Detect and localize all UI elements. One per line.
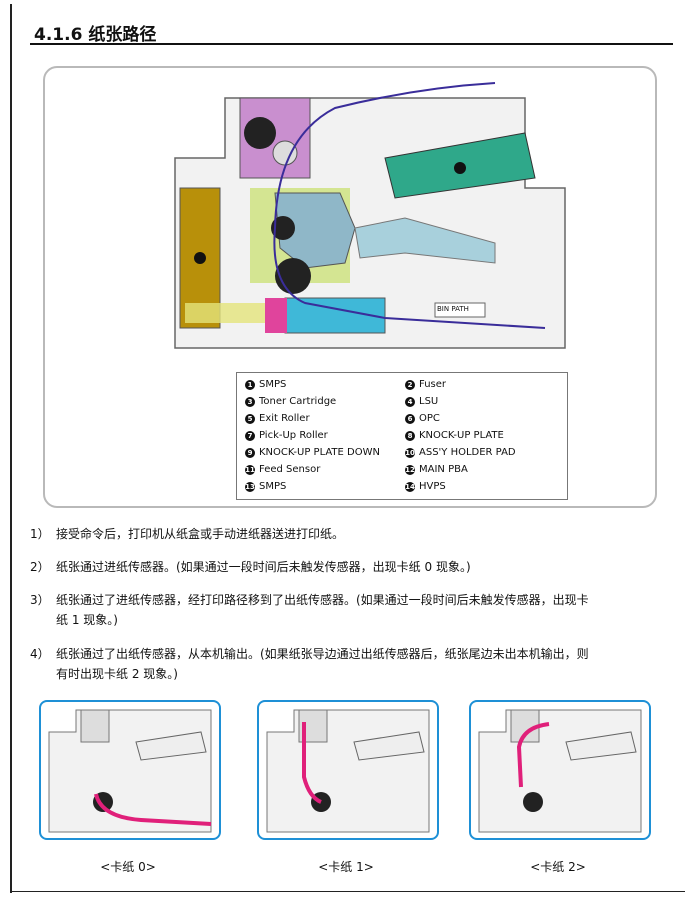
label-4-marker — [454, 162, 466, 174]
step-4: 4）纸张通过了出纸传感器，从本机输出。(如果纸张导边通过出纸传感器后，纸张尾边未… — [30, 647, 589, 681]
opc-drum — [271, 216, 295, 240]
jam-1-illustration — [257, 700, 439, 840]
toner-cartridge — [274, 192, 356, 269]
jam-2-drawing — [478, 709, 642, 833]
fuser-roller — [244, 117, 276, 149]
page-frame-bottom — [10, 891, 685, 892]
holder-pad — [265, 298, 287, 333]
jam-1-caption: <卡纸 1> — [318, 860, 374, 874]
title-underline — [30, 43, 673, 45]
step-2: 2）纸张通过进纸传感器。(如果通过一段时间后未触发传感器，出现卡纸 0 现象。) — [30, 560, 471, 574]
jam-0-illustration — [39, 700, 221, 840]
main-pba — [185, 303, 265, 323]
page-frame-left — [10, 4, 12, 893]
step-3: 3）纸张通过了进纸传感器，经打印路径移到了出纸传感器。(如果通过一段时间后未触发… — [30, 593, 589, 627]
paper-path-line — [273, 82, 546, 329]
label-1-marker — [194, 252, 206, 264]
cartridge-guide — [354, 217, 496, 264]
pressure-roller — [272, 140, 298, 166]
printer-cross-section — [174, 82, 566, 349]
jam-2-illustration — [469, 700, 651, 840]
jam-0-caption: <卡纸 0> — [100, 860, 156, 874]
section-title: 4.1.6 纸张路径 — [34, 25, 157, 45]
step-1: 1）接受命令后，打印机从纸盒或手动进纸器送进打印纸。 — [30, 527, 345, 541]
jam-1-drawing — [266, 709, 430, 833]
bin-path-label: BIN PATH — [437, 305, 469, 313]
jam-0-drawing — [48, 709, 212, 833]
bin-path-box — [434, 302, 486, 318]
jam-2-caption: <卡纸 2> — [530, 860, 586, 874]
